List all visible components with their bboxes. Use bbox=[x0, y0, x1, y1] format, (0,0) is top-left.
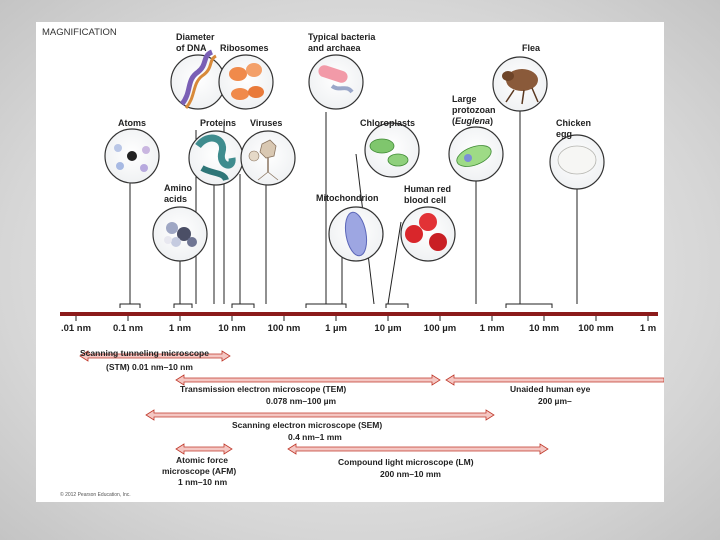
dna-illustration bbox=[170, 49, 226, 110]
lm-range: 200 nm–10 mm bbox=[380, 469, 441, 479]
stm-range: (STM) 0.01 nm–10 nm bbox=[106, 362, 193, 372]
label-proteins: Proteins bbox=[200, 118, 236, 128]
scale-tick-label: 10 µm bbox=[374, 323, 401, 334]
sem-range-arrow bbox=[145, 409, 495, 421]
scale-tick-label: 1 mm bbox=[480, 323, 505, 334]
label-dna-2: of DNA bbox=[176, 43, 207, 53]
afm-range: 1 nm–10 nm bbox=[178, 477, 228, 487]
magnification-diagram: MAGNIFICATION Atoms bbox=[42, 27, 664, 498]
svg-text:(Euglena): (Euglena) bbox=[452, 116, 493, 126]
label-atoms: Atoms bbox=[118, 118, 146, 128]
scale-tick-label: 10 mm bbox=[529, 323, 559, 334]
mitochondrion-illustration bbox=[328, 206, 384, 262]
scale-tick-label: 100 µm bbox=[424, 323, 456, 334]
lm-name: Compound light microscope (LM) bbox=[338, 457, 474, 467]
label-dna-1: Diameter bbox=[176, 32, 215, 42]
atoms-illustration bbox=[104, 128, 160, 184]
scale-tick-label: 10 nm bbox=[218, 323, 245, 334]
label-protozoan-2: protozoan bbox=[452, 105, 496, 115]
label-bacteria-1: Typical bacteria bbox=[308, 32, 376, 42]
label-amino-2: acids bbox=[164, 194, 187, 204]
ribosomes-illustration bbox=[218, 54, 274, 110]
viruses-illustration bbox=[240, 130, 296, 186]
range-brackets bbox=[119, 303, 553, 308]
label-rbc-2: blood cell bbox=[404, 195, 446, 205]
eye-range-arrow bbox=[445, 374, 664, 386]
eye-range: 200 µm– bbox=[538, 396, 572, 406]
egg-illustration bbox=[549, 134, 605, 190]
eye-name: Unaided human eye bbox=[510, 384, 591, 394]
label-protozoan-3: Euglena bbox=[455, 116, 490, 126]
bacteria-illustration bbox=[308, 54, 364, 110]
afm-name-1: Atomic force bbox=[176, 455, 228, 465]
label-ribosomes: Ribosomes bbox=[220, 43, 269, 53]
amino-acids-illustration bbox=[152, 206, 208, 262]
scale-tick-label: 0.1 nm bbox=[113, 323, 143, 334]
label-chloroplasts: Chloroplasts bbox=[360, 118, 415, 128]
tem-range-arrow bbox=[175, 374, 441, 386]
tem-name: Transmission electron microscope (TEM) bbox=[180, 384, 346, 394]
diagram-title: MAGNIFICATION bbox=[42, 27, 117, 38]
pointer-lines bbox=[129, 110, 578, 305]
lm-range-arrow bbox=[287, 443, 549, 455]
label-amino-1: Amino bbox=[164, 183, 193, 193]
sem-range: 0.4 nm–1 mm bbox=[288, 432, 342, 442]
scale-ticks: .01 nm 0.1 nm 1 nm 10 nm 100 nm 1 µm 10 µm 100 … bbox=[61, 316, 656, 334]
red-blood-cell-illustration bbox=[400, 206, 456, 262]
proteins-illustration bbox=[188, 130, 244, 186]
afm-range-arrow bbox=[175, 443, 233, 455]
scale-tick-label: 1 m bbox=[640, 323, 656, 334]
figure-panel: MAGNIFICATION Atoms bbox=[36, 22, 664, 502]
label-viruses: Viruses bbox=[250, 118, 282, 128]
flea-illustration bbox=[492, 56, 548, 112]
label-protozoan-1: Large bbox=[452, 94, 477, 104]
stm-range-arrow bbox=[79, 350, 231, 362]
protozoan-illustration bbox=[448, 126, 504, 182]
scale-tick-label: .01 nm bbox=[61, 323, 91, 334]
scale-tick-label: 100 nm bbox=[268, 323, 301, 334]
label-rbc-1: Human red bbox=[404, 184, 451, 194]
instrument-ranges bbox=[79, 350, 664, 455]
stm-name: Scanning tunneling microscope bbox=[80, 348, 209, 358]
scale-bar bbox=[60, 312, 658, 316]
instrument-labels: Scanning tunneling microscope (STM) 0.01… bbox=[80, 348, 591, 487]
afm-name-2: microscope (AFM) bbox=[162, 466, 236, 476]
label-flea: Flea bbox=[522, 43, 541, 53]
label-mitochondrion: Mitochondrion bbox=[316, 193, 379, 203]
scale-tick-label: 1 nm bbox=[169, 323, 191, 334]
chloroplasts-illustration bbox=[364, 122, 420, 178]
sem-name: Scanning electron microscope (SEM) bbox=[232, 420, 382, 430]
scale-tick-label: 1 µm bbox=[325, 323, 347, 334]
label-bacteria-2: and archaea bbox=[308, 43, 362, 53]
copyright-note: © 2012 Pearson Education, Inc. bbox=[60, 491, 131, 498]
label-egg-1: Chicken bbox=[556, 118, 591, 128]
scale-tick-label: 100 mm bbox=[578, 323, 613, 334]
tem-range: 0.078 nm–100 µm bbox=[266, 396, 337, 406]
label-egg-2: egg bbox=[556, 129, 572, 139]
